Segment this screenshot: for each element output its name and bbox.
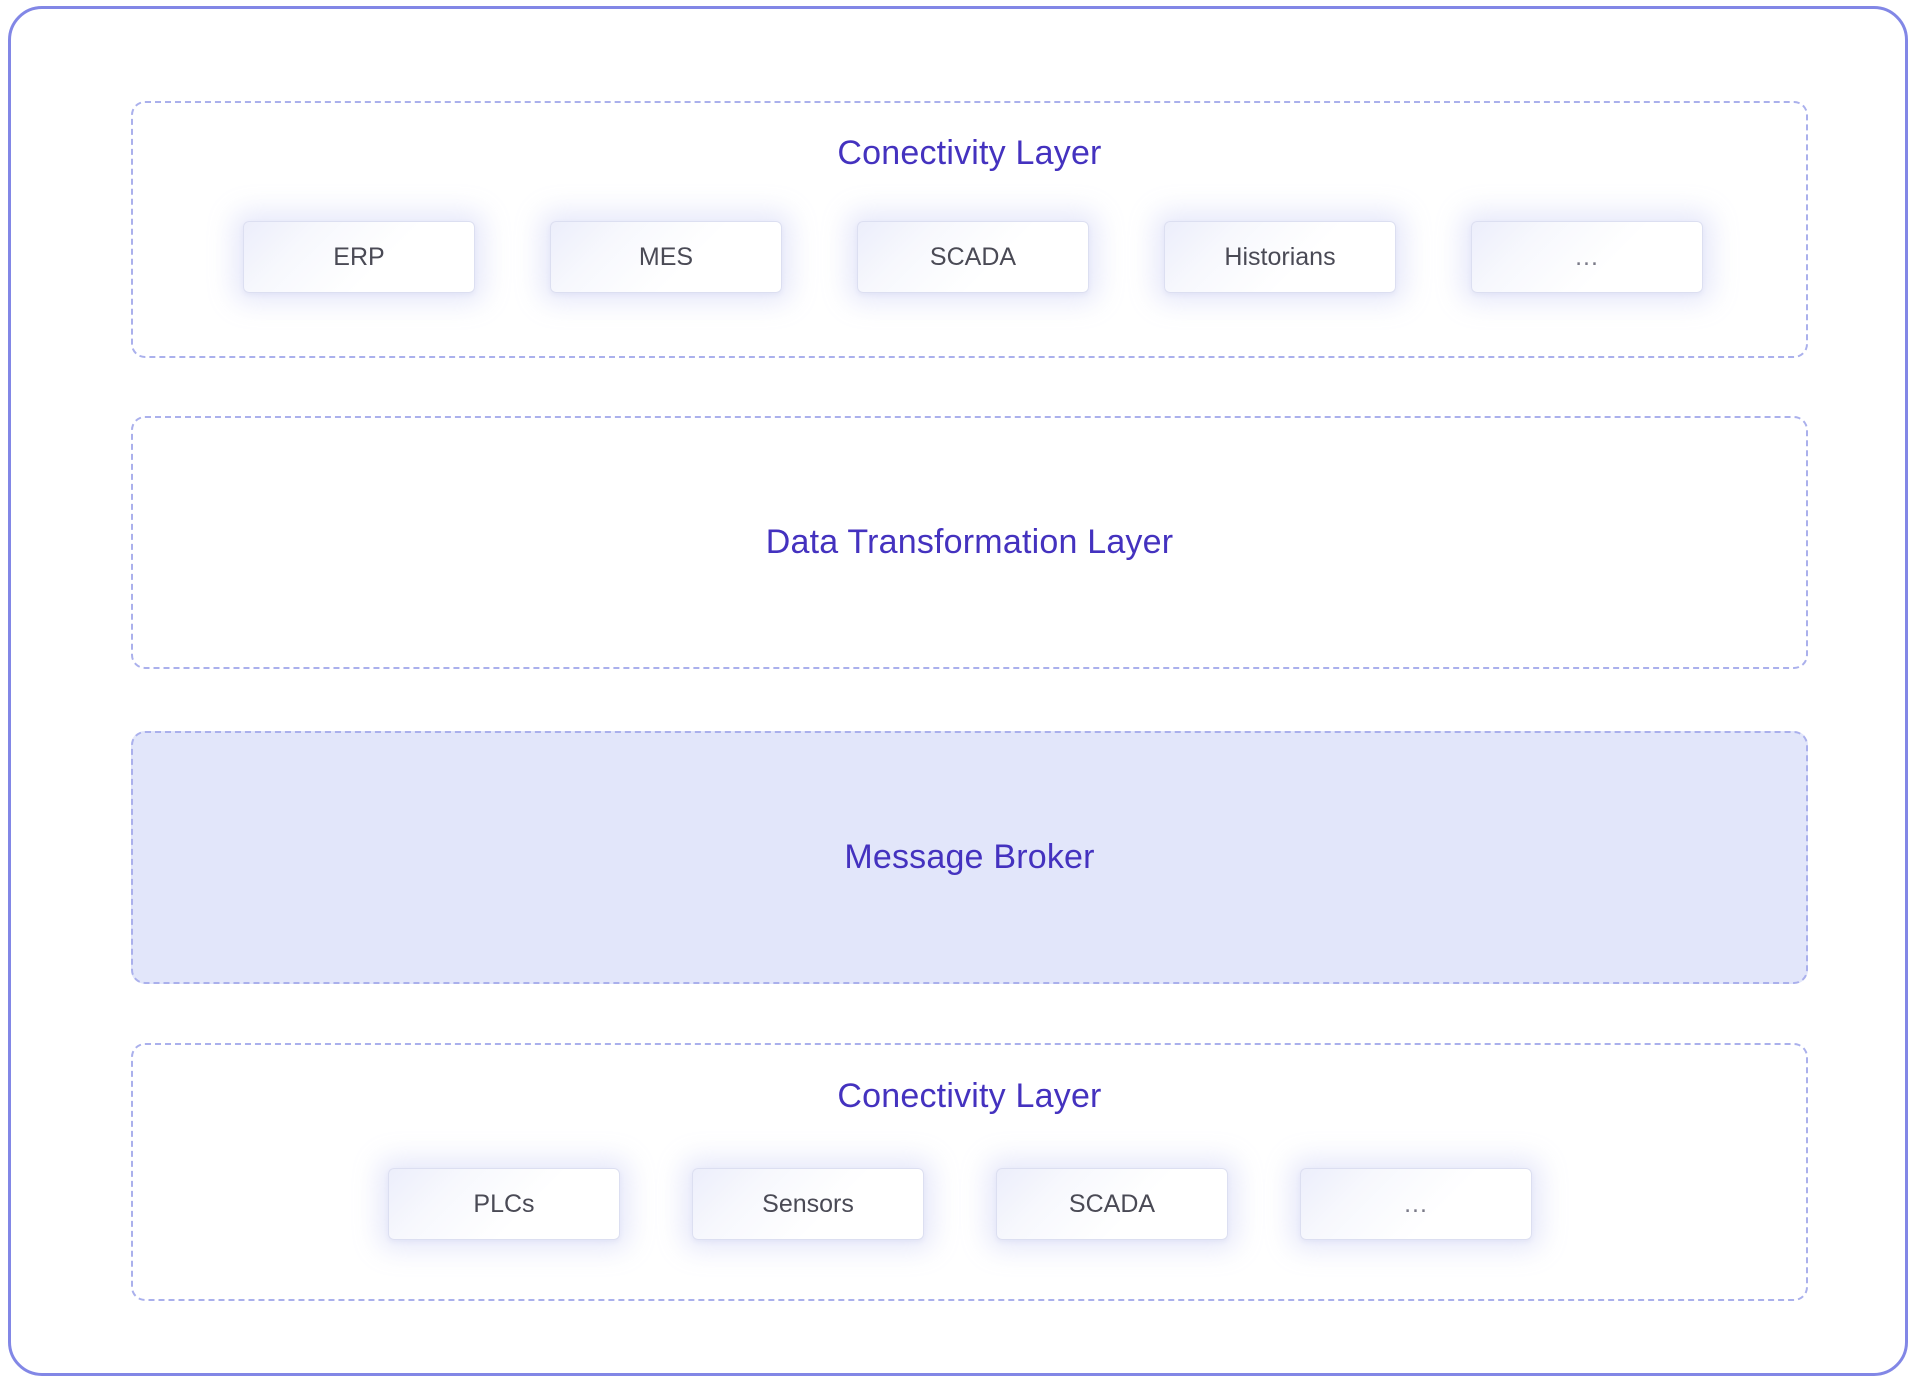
- chip-sensors[interactable]: Sensors: [692, 1168, 924, 1240]
- chip-historians[interactable]: Historians: [1164, 221, 1396, 293]
- layer-connectivity-bottom: Conectivity Layer PLCs Sensors SCADA ...: [131, 1043, 1808, 1301]
- chip-label-mes: MES: [638, 242, 694, 271]
- layer-title-message-broker: Message Broker: [844, 838, 1095, 876]
- chip-label-historians: Historians: [1224, 242, 1336, 271]
- chip-label-scada-bottom: SCADA: [1068, 1189, 1156, 1218]
- layer-message-broker: Message Broker: [131, 731, 1808, 984]
- chip-erp[interactable]: ERP: [243, 221, 475, 293]
- chip-scada-top[interactable]: SCADA: [857, 221, 1089, 293]
- layer-connectivity-top: Conectivity Layer ERP MES SCADA Historia…: [131, 101, 1808, 358]
- chip-row-bottom: PLCs Sensors SCADA ...: [388, 1168, 1532, 1240]
- chip-more-bottom[interactable]: ...: [1300, 1168, 1532, 1240]
- layer-stack: Conectivity Layer ERP MES SCADA Historia…: [131, 9, 1808, 1373]
- layer-title-connectivity-bottom: Conectivity Layer: [837, 1077, 1102, 1115]
- layer-title-connectivity-top: Conectivity Layer: [837, 134, 1102, 172]
- chip-plcs[interactable]: PLCs: [388, 1168, 620, 1240]
- diagram-outer-frame: Conectivity Layer ERP MES SCADA Historia…: [8, 6, 1908, 1376]
- layer-data-transformation: Data Transformation Layer: [131, 416, 1808, 669]
- chip-scada-bottom[interactable]: SCADA: [996, 1168, 1228, 1240]
- chip-label-more-top: ...: [1575, 242, 1599, 271]
- layer-title-data-transformation: Data Transformation Layer: [765, 523, 1174, 561]
- chip-label-scada-top: SCADA: [929, 242, 1017, 271]
- chip-label-sensors: Sensors: [762, 1189, 854, 1218]
- chip-mes[interactable]: MES: [550, 221, 782, 293]
- chip-more-top[interactable]: ...: [1471, 221, 1703, 293]
- chip-label-erp: ERP: [333, 242, 385, 271]
- chip-label-more-bottom: ...: [1404, 1189, 1428, 1218]
- chip-row-top: ERP MES SCADA Historians ...: [243, 221, 1703, 293]
- chip-label-plcs: PLCs: [473, 1189, 535, 1218]
